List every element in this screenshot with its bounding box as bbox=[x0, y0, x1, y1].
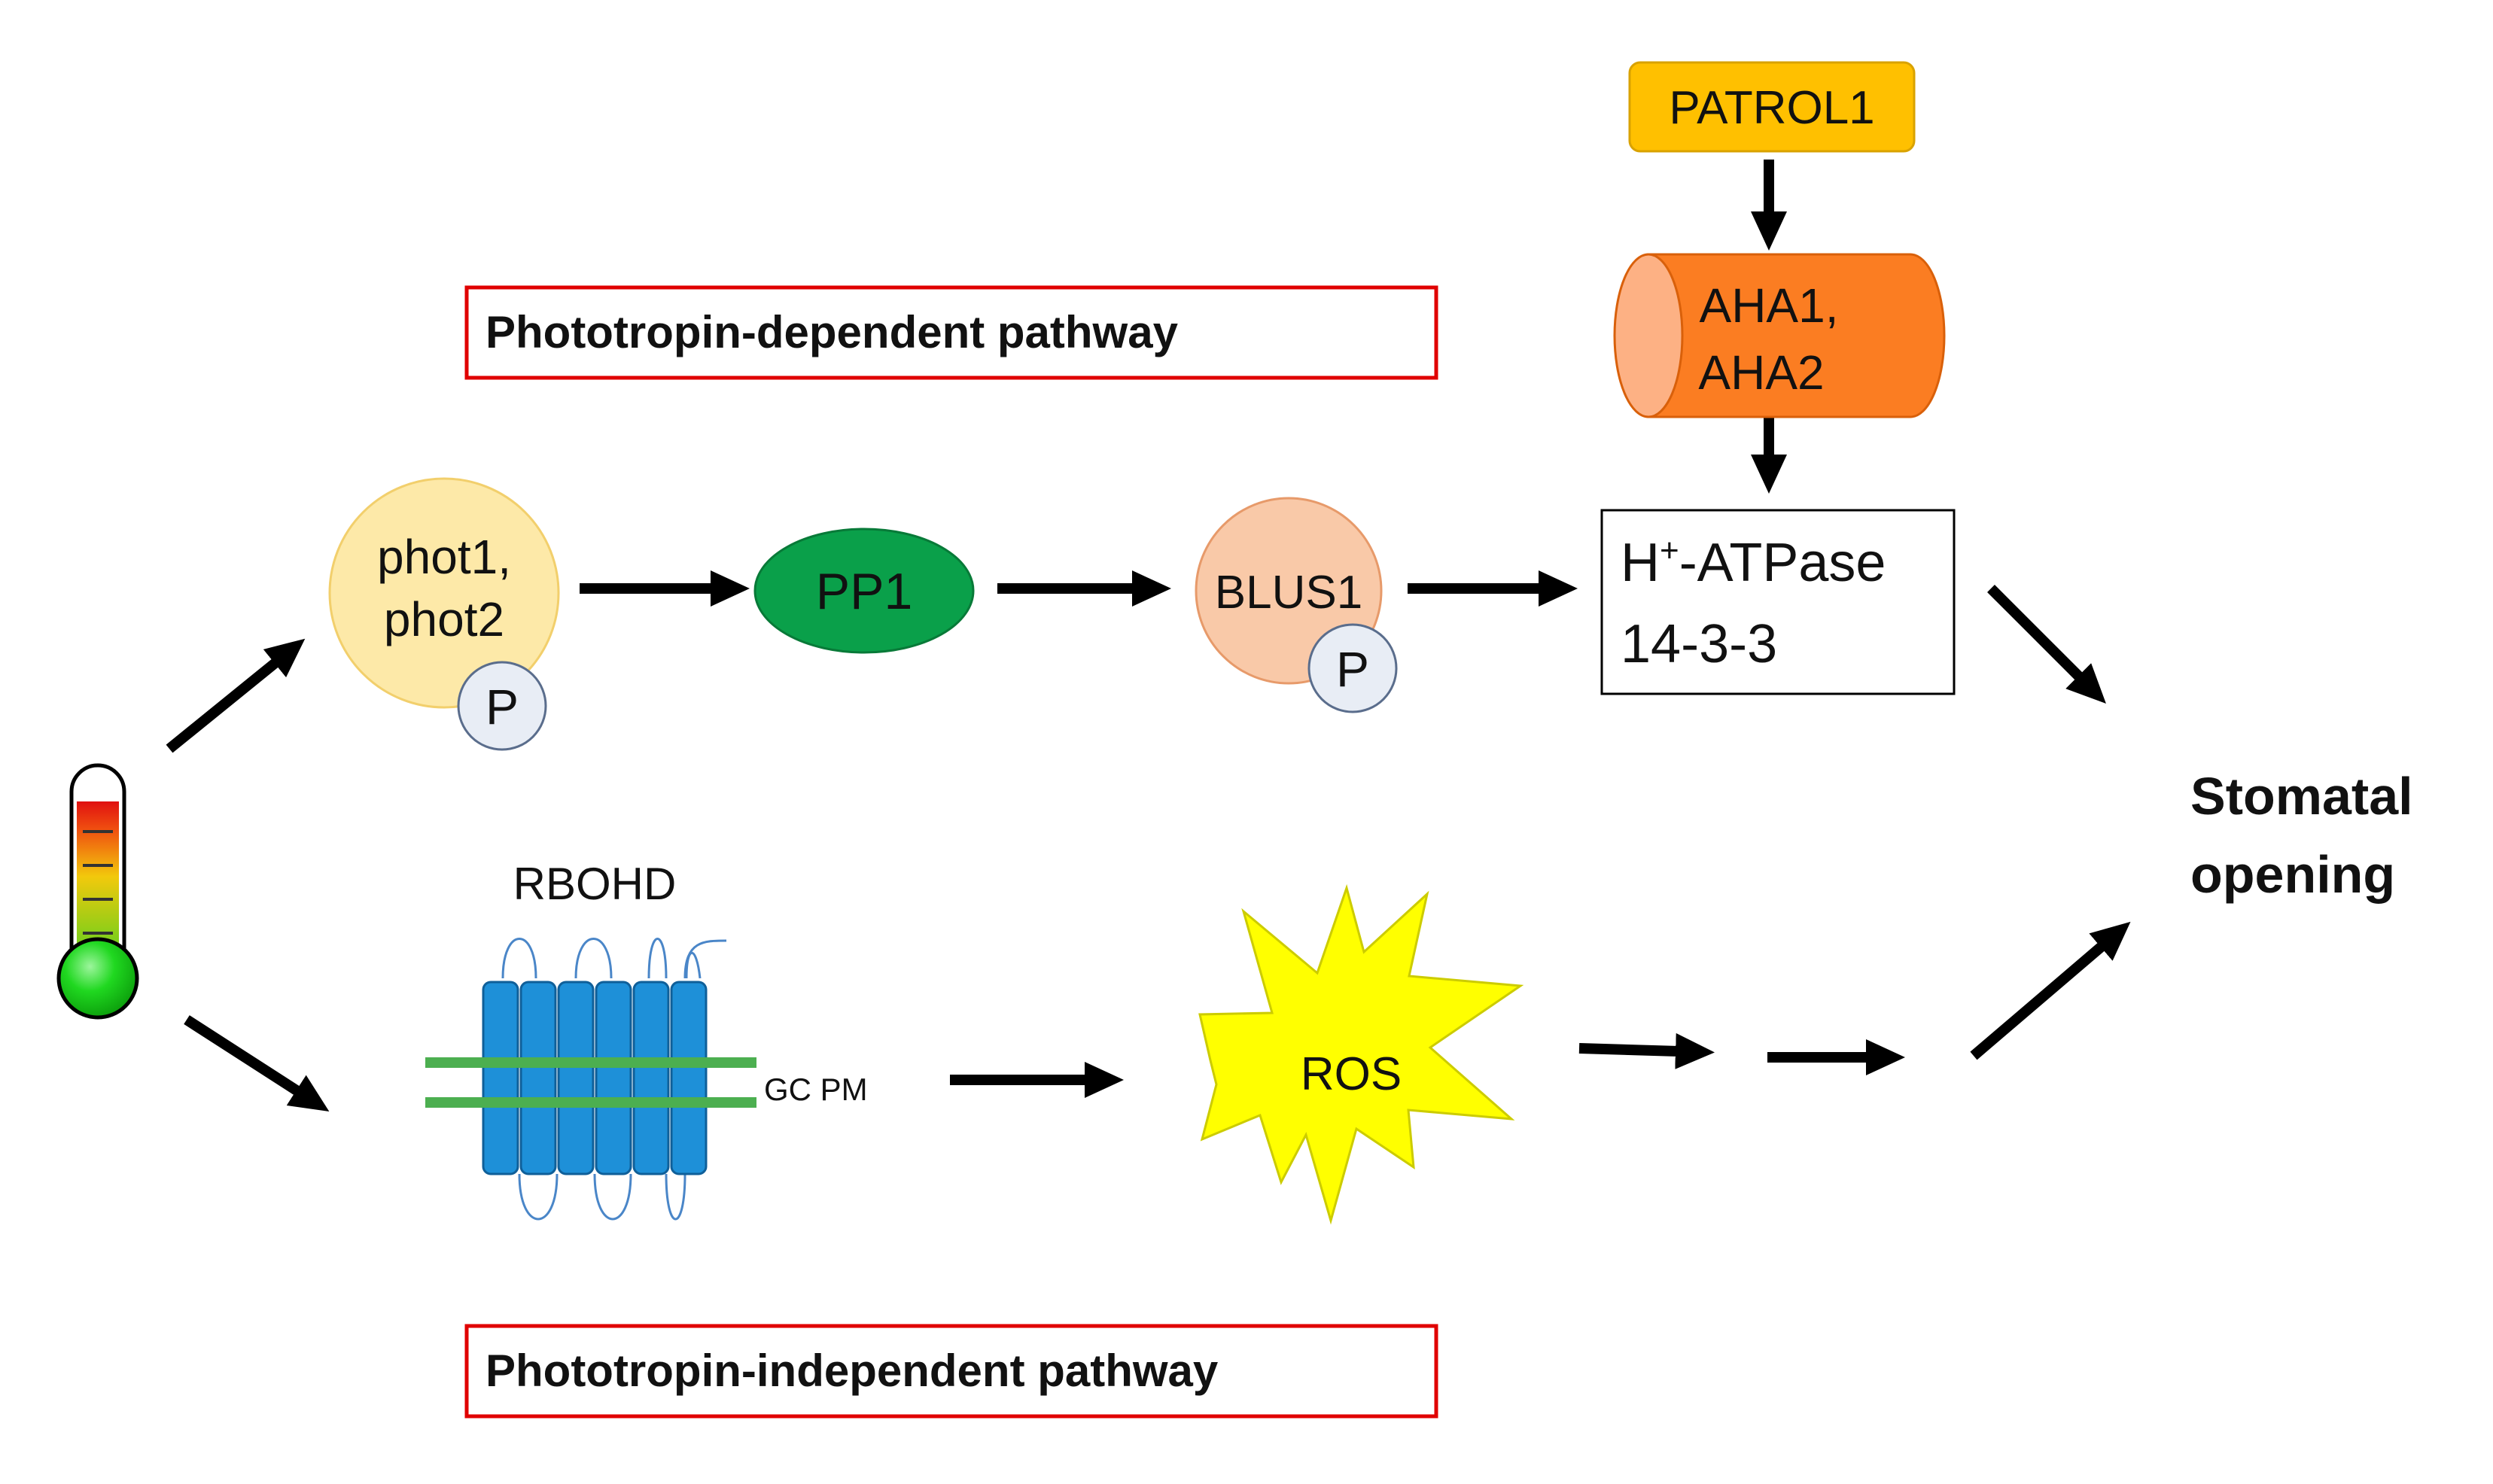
rbohd-label: RBOHD bbox=[513, 859, 677, 909]
atpase-box: H+-ATPase 14-3-3 bbox=[1600, 509, 1956, 695]
aha-label-line2: AHA2 bbox=[1698, 345, 1824, 400]
atpase-suffix: -ATPase bbox=[1679, 533, 1886, 593]
protein-1433-label: 14-3-3 bbox=[1621, 614, 1777, 674]
blus1-label: BLUS1 bbox=[1215, 567, 1362, 619]
aha-label-line1: AHA1, bbox=[1700, 278, 1839, 333]
phot-label-line2: phot2 bbox=[384, 592, 504, 646]
pp1-node: PP1 bbox=[753, 528, 975, 654]
patrol1-label: PATROL1 bbox=[1669, 82, 1874, 134]
phot-node: phot1, phot2 bbox=[328, 477, 560, 709]
ros-label: ROS bbox=[1301, 1048, 1402, 1100]
phot-phosphate-badge: P bbox=[457, 661, 547, 751]
arrows bbox=[166, 160, 2131, 1111]
arrow-ros-signal-1 bbox=[1578, 1032, 1715, 1069]
ros-burst: ROS bbox=[1198, 883, 1524, 1225]
dependent-pathway-box: Phototropin-dependent pathway bbox=[464, 285, 1438, 380]
atpase-label: H+-ATPase bbox=[1621, 532, 1886, 593]
thermometer-icon bbox=[56, 763, 139, 1020]
aha-channel: AHA1, AHA2 bbox=[1613, 253, 1946, 418]
arrow-ros-to-stomatal bbox=[1970, 921, 2131, 1060]
pp1-label: PP1 bbox=[816, 563, 913, 620]
patrol1-node: PATROL1 bbox=[1628, 61, 1916, 153]
rbohd-protein bbox=[482, 938, 727, 1221]
dependent-pathway-label: Phototropin-dependent pathway bbox=[486, 307, 1179, 357]
stomatal-opening-label: Stomatal opening bbox=[2190, 767, 2413, 904]
opening-text: opening bbox=[2190, 845, 2395, 904]
blus1-phosphate-label: P bbox=[1336, 641, 1369, 697]
independent-pathway-label: Phototropin-independent pathway bbox=[486, 1346, 1219, 1396]
superscript-plus: + bbox=[1660, 532, 1679, 569]
blus1-phosphate-badge: P bbox=[1307, 623, 1398, 713]
stomatal-text: Stomatal bbox=[2190, 767, 2413, 826]
phot-label-line1: phot1, bbox=[377, 530, 511, 584]
arrow-thermo-to-phot bbox=[166, 638, 306, 753]
gc-pm-label: GC PM bbox=[764, 1072, 868, 1107]
h-plus-text: H bbox=[1621, 533, 1660, 593]
arrow-atpase-to-stomatal bbox=[1987, 585, 2106, 704]
arrow-thermo-to-rbohd bbox=[184, 1015, 330, 1111]
guard-cell-membrane bbox=[425, 1057, 756, 1108]
phot-phosphate-label: P bbox=[486, 679, 519, 734]
independent-pathway-box: Phototropin-independent pathway bbox=[464, 1324, 1438, 1419]
